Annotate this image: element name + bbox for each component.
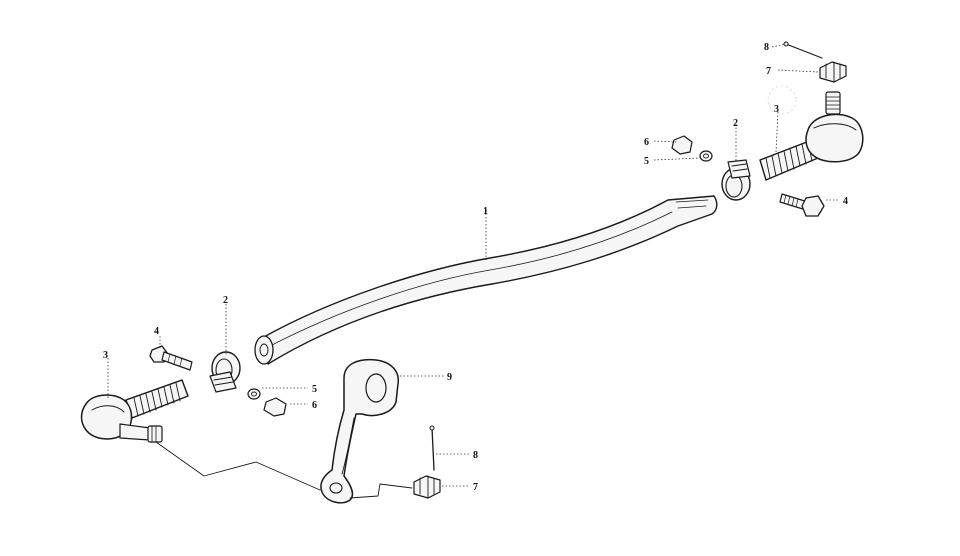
left-clamp — [209, 351, 241, 393]
right-clamp — [721, 159, 751, 201]
callout-6b: 6 — [312, 400, 317, 411]
callout-3a: 3 — [774, 104, 779, 115]
callout-5b: 5 — [312, 384, 317, 395]
left-washer — [247, 388, 261, 400]
idler-arm — [320, 358, 400, 504]
leader-lines — [107, 43, 840, 487]
callout-2b: 2 — [223, 295, 228, 306]
callout-9: 9 — [447, 372, 452, 383]
tie-rod-tube — [254, 195, 718, 365]
callout-3b: 3 — [103, 350, 108, 361]
connection-line-lower — [155, 441, 413, 499]
callout-4b: 4 — [154, 326, 159, 337]
callout-4a: 4 — [843, 196, 848, 207]
lower-cotter-pin — [429, 425, 435, 471]
right-clamp-bolt — [779, 193, 825, 217]
callout-5a: 5 — [644, 156, 649, 167]
left-clamp-bolt — [149, 345, 193, 371]
right-nut — [671, 135, 693, 155]
callout-6a: 6 — [644, 137, 649, 148]
right-castle-nut — [819, 61, 847, 83]
pencil-mark — [767, 85, 797, 115]
left-nut — [263, 397, 287, 417]
callout-1: 1 — [483, 206, 488, 217]
callout-2a: 2 — [733, 118, 738, 129]
right-cotter-pin — [783, 41, 823, 59]
right-washer — [699, 150, 713, 162]
callout-7b: 7 — [473, 482, 478, 493]
callout-8b: 8 — [473, 450, 478, 461]
right-tie-rod-end — [759, 91, 864, 181]
lower-castle-nut — [413, 475, 441, 499]
left-tie-rod-end — [80, 379, 189, 443]
callout-8a: 8 — [764, 42, 769, 53]
callout-7a: 7 — [766, 66, 771, 77]
callout-labels: 1 2 2 3 3 4 4 5 5 6 6 7 7 8 8 9 — [103, 42, 848, 493]
